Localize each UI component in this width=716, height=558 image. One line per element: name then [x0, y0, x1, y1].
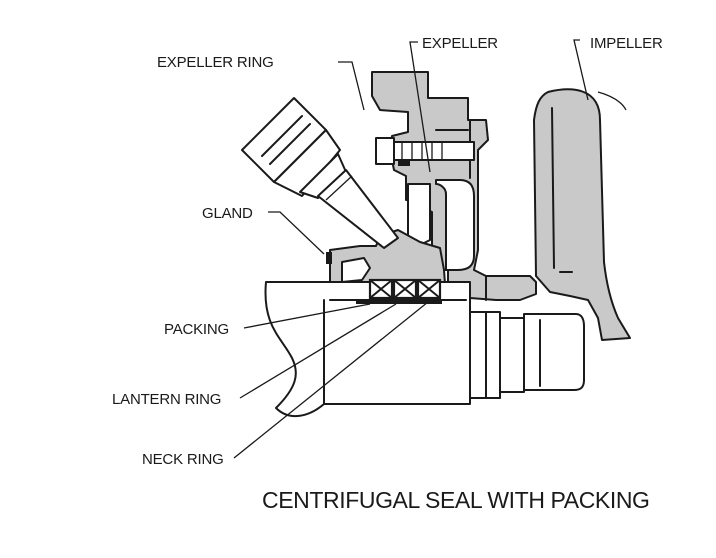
bolt	[375, 137, 475, 166]
label-neck-ring: NECK RING	[142, 451, 224, 468]
label-impeller: IMPELLER	[590, 35, 663, 52]
leader-lines	[233, 39, 589, 459]
label-gland: GLAND	[202, 205, 253, 222]
label-lantern-ring: LANTERN RING	[112, 391, 221, 408]
impeller-part	[533, 88, 631, 341]
label-packing: PACKING	[164, 321, 229, 338]
label-expeller-ring: EXPELLER RING	[157, 54, 274, 71]
packing-rings	[356, 278, 442, 304]
grease-fitting	[241, 97, 399, 249]
shaft	[264, 281, 585, 418]
label-expeller: EXPELLER	[422, 35, 498, 52]
diagram-caption: CENTRIFUGAL SEAL WITH PACKING	[262, 487, 650, 513]
